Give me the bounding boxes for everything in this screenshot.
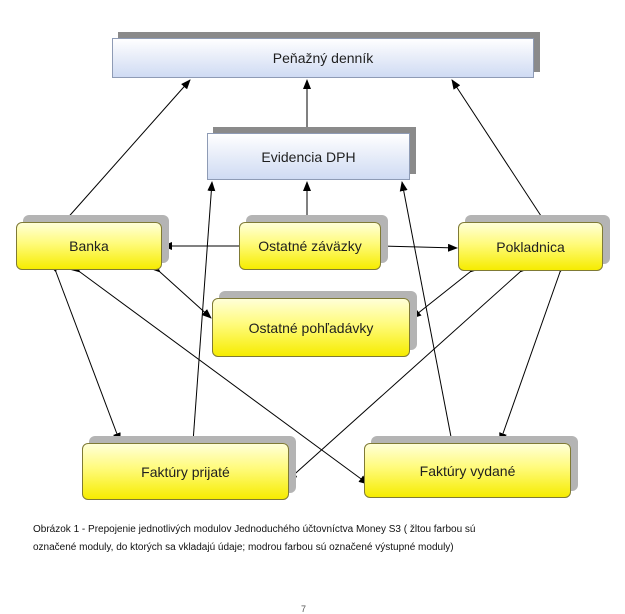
caption-line-2: označené moduly, do ktorých sa vkladajú …	[33, 542, 454, 553]
figure-caption: Obrázok 1 - Prepojenie jednotlivých modu…	[33, 521, 593, 557]
arrow-pokladnica-to-penazny-dennik	[451, 79, 546, 223]
node-ostatne-pohladavky: Ostatné pohľadávky	[212, 298, 410, 357]
node-penazny-dennik: Peňažný denník	[112, 38, 534, 78]
node-label: Ostatné záväzky	[258, 238, 362, 254]
caption-line-1: Obrázok 1 - Prepojenie jednotlivých modu…	[33, 524, 476, 535]
page-number: 7	[301, 604, 307, 614]
arrow-pokladnica-fakt-vydane	[499, 262, 567, 443]
node-ostatne-zavazky: Ostatné záväzky	[239, 222, 381, 270]
node-faktury-prijate: Faktúry prijaté	[82, 443, 289, 500]
node-label: Faktúry prijaté	[141, 463, 230, 480]
node-label: Ostatné pohľadávky	[248, 319, 374, 336]
node-banka: Banka	[16, 222, 162, 270]
node-evidencia-dph: Evidencia DPH	[207, 133, 410, 180]
node-label: Banka	[69, 238, 109, 254]
node-label: Faktúry vydané	[419, 462, 516, 479]
node-pokladnica: Pokladnica	[458, 222, 603, 271]
node-faktury-vydane: Faktúry vydané	[364, 443, 571, 498]
arrow-banka-to-penazny-dennik	[63, 79, 191, 223]
node-label: Evidencia DPH	[261, 148, 356, 165]
arrow-zavazky-to-pokladnica	[380, 243, 458, 252]
node-label: Peňažný denník	[272, 50, 374, 66]
node-label: Pokladnica	[496, 238, 565, 255]
arrow-fakt-prijate-to-dph	[192, 181, 216, 443]
arrow-pokladnica-fakt-prijate	[287, 263, 530, 481]
arrow-banka-fakt-prijate	[49, 262, 121, 443]
